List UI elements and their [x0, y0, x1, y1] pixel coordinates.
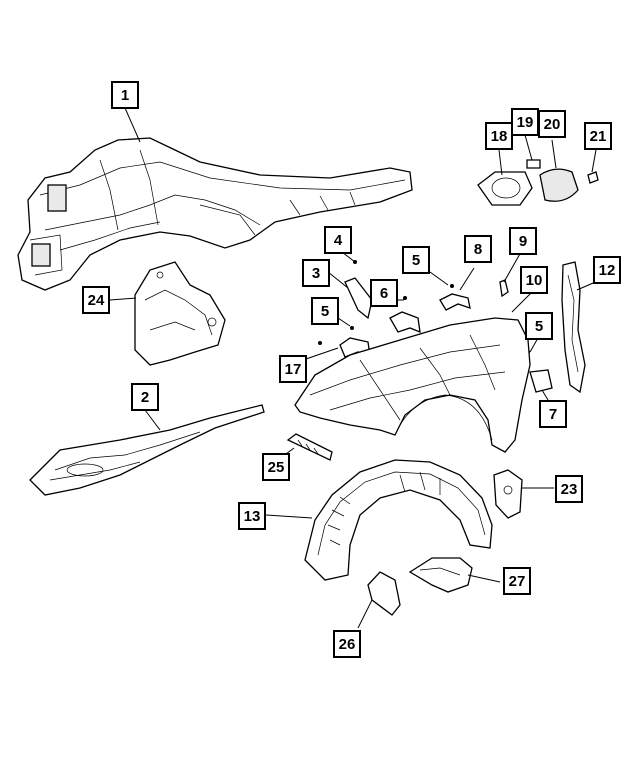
fender-seal — [561, 261, 586, 394]
callout-27[interactable]: 27 — [503, 567, 531, 595]
fender-clip — [529, 369, 553, 393]
callout-26[interactable]: 26 — [333, 630, 361, 658]
callout-5-top[interactable]: 5 — [402, 246, 430, 274]
callout-2[interactable]: 2 — [131, 383, 159, 411]
callout-20[interactable]: 20 — [538, 110, 566, 138]
splash-shield — [134, 261, 226, 366]
callout-21[interactable]: 21 — [584, 122, 612, 150]
callout-3[interactable]: 3 — [302, 259, 330, 287]
callout-8[interactable]: 8 — [464, 235, 492, 263]
fuel-door-parts — [477, 159, 599, 206]
callout-18[interactable]: 18 — [485, 122, 513, 150]
frame-rail-assembly — [17, 137, 413, 291]
callout-23[interactable]: 23 — [555, 475, 583, 503]
callout-24[interactable]: 24 — [82, 286, 110, 314]
belly-pan — [29, 404, 265, 496]
callout-13[interactable]: 13 — [238, 502, 266, 530]
callout-5-right[interactable]: 5 — [525, 312, 553, 340]
callout-12[interactable]: 12 — [593, 256, 621, 284]
wheel-liner-grille — [286, 433, 333, 461]
callout-1[interactable]: 1 — [111, 81, 139, 109]
callout-6[interactable]: 6 — [370, 279, 398, 307]
leader-lines — [109, 107, 601, 629]
callout-10[interactable]: 10 — [520, 266, 548, 294]
callout-5-left[interactable]: 5 — [311, 297, 339, 325]
callout-9[interactable]: 9 — [509, 227, 537, 255]
callout-25[interactable]: 25 — [262, 453, 290, 481]
liner-bracket — [493, 469, 523, 519]
callout-17[interactable]: 17 — [279, 355, 307, 383]
callout-4[interactable]: 4 — [324, 226, 352, 254]
callout-19[interactable]: 19 — [511, 108, 539, 136]
callout-7[interactable]: 7 — [539, 400, 567, 428]
lower-brackets — [367, 557, 473, 616]
front-fender — [294, 317, 531, 453]
wheelhouse-liner — [304, 459, 493, 581]
